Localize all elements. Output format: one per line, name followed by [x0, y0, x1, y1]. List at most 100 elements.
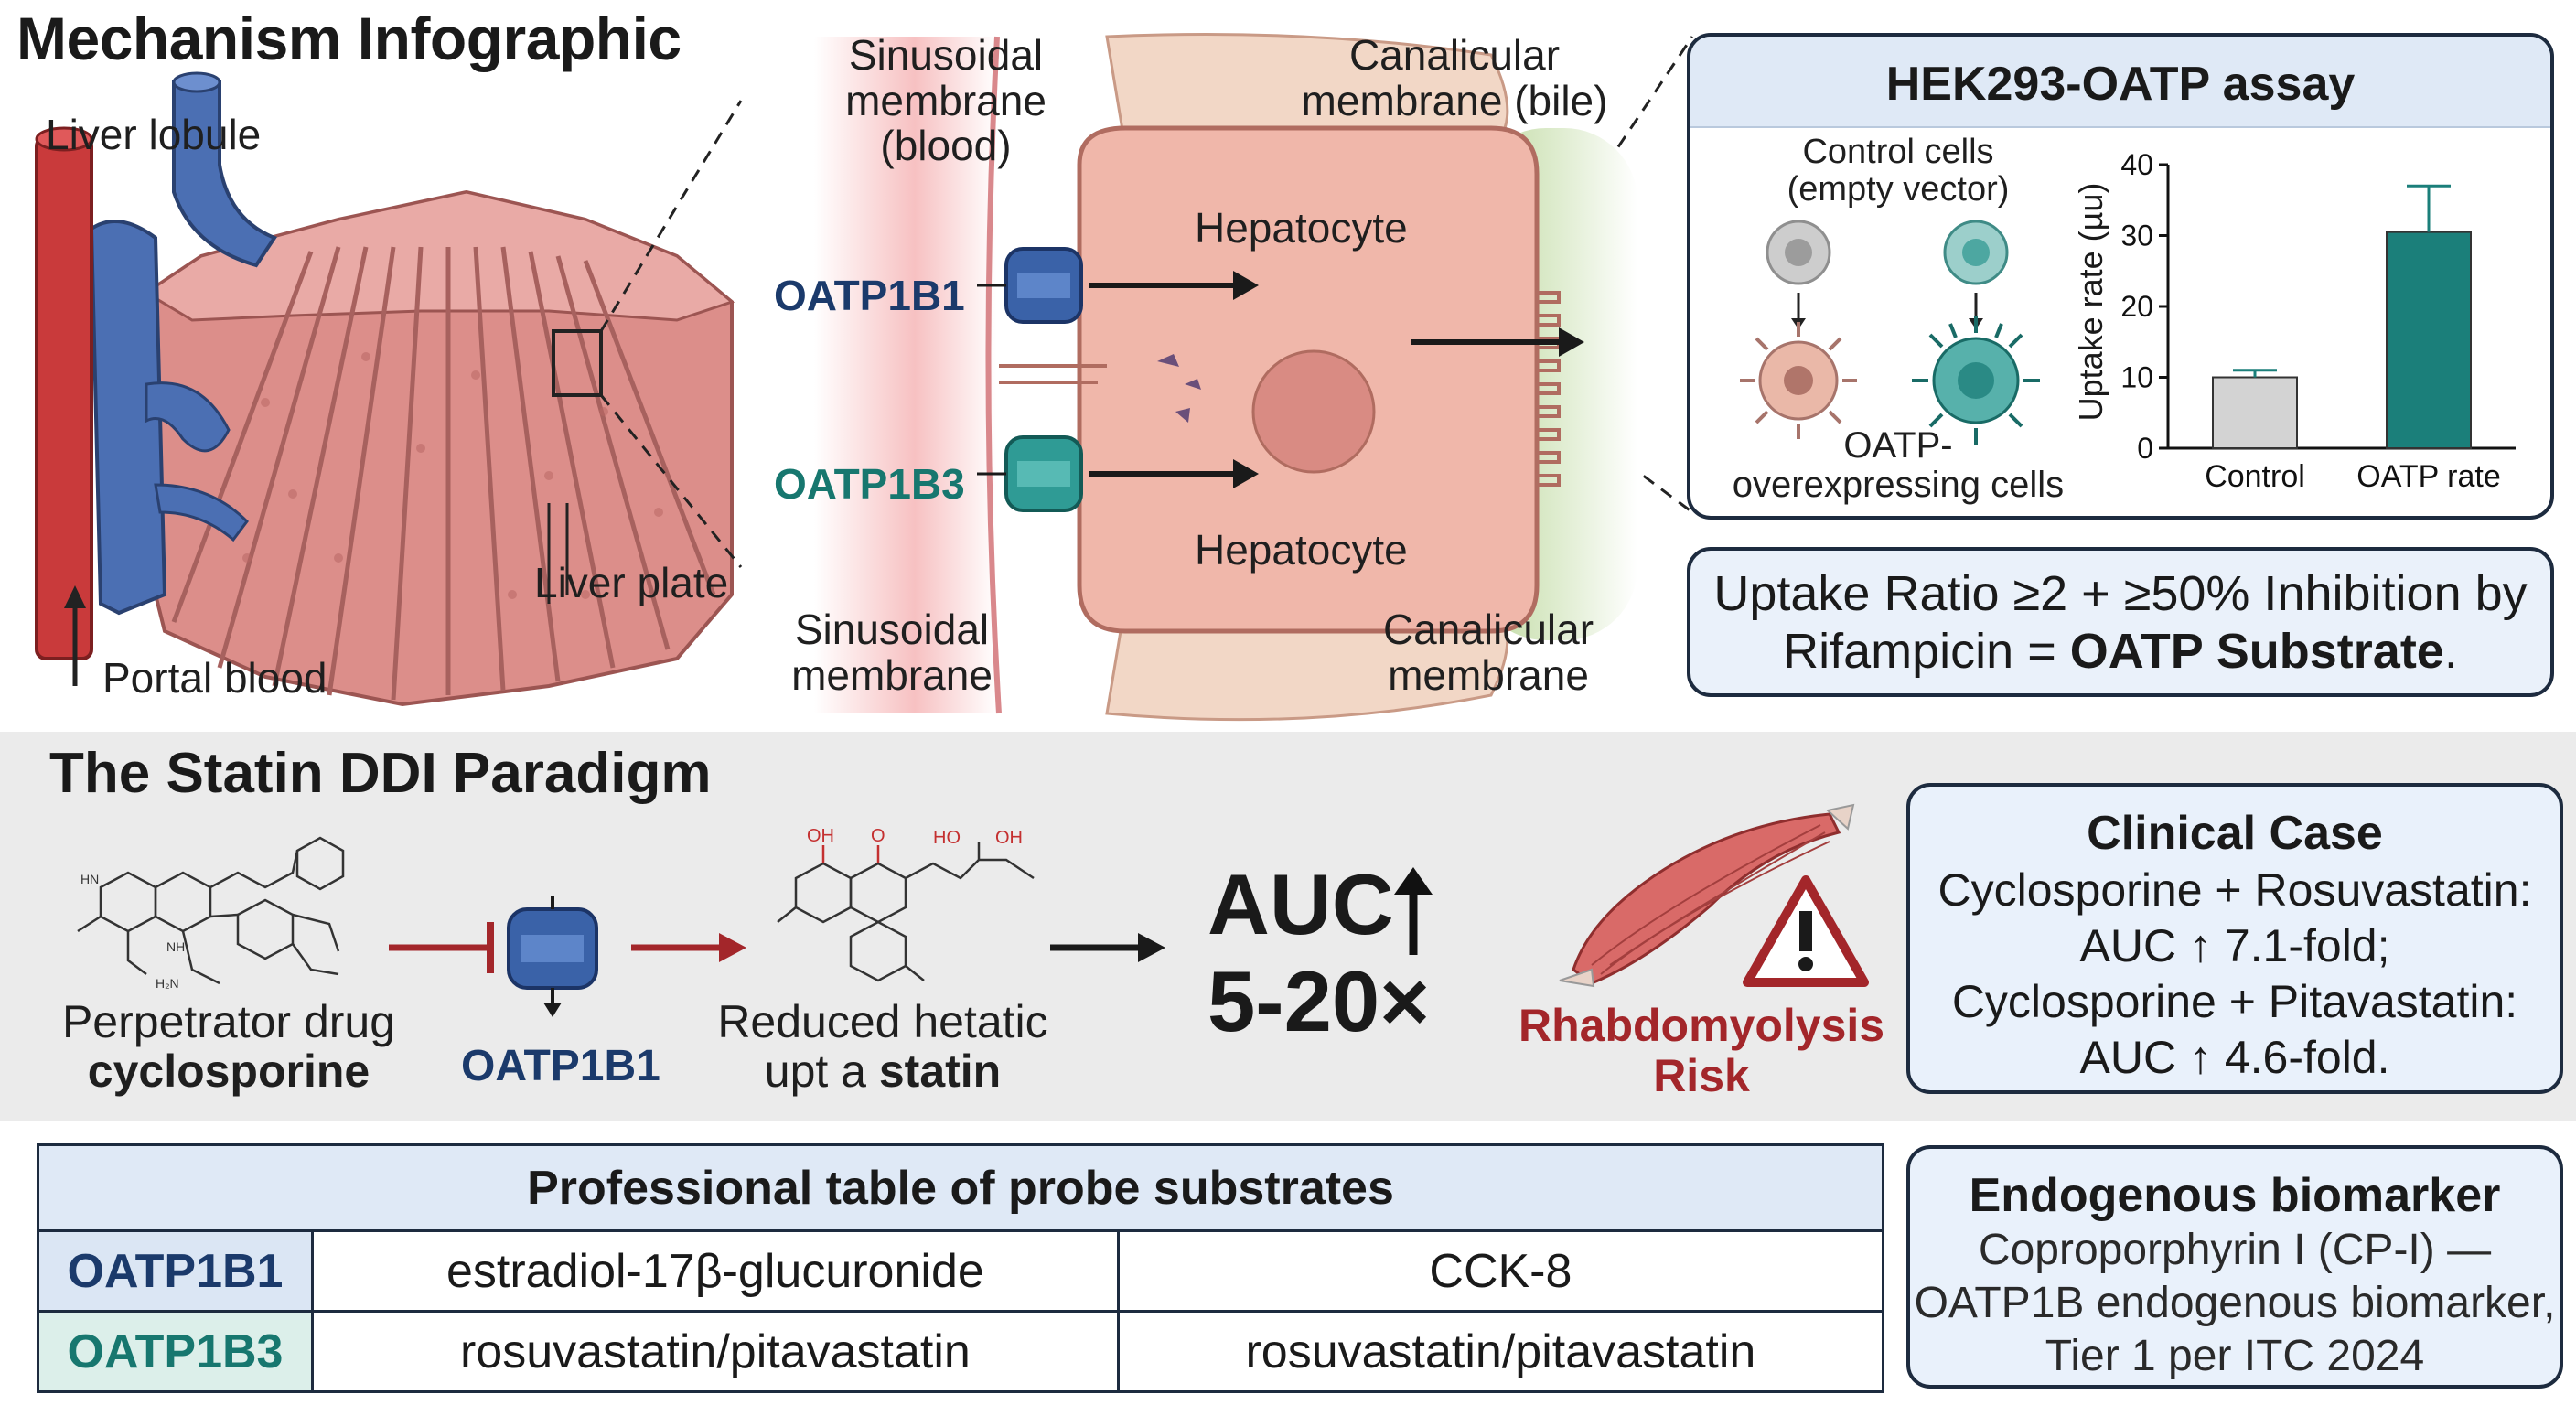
- ddi-arrows: [389, 896, 1165, 1017]
- struct-label: OH: [807, 826, 834, 846]
- criteria-emphasis: OATP Substrate: [2069, 624, 2444, 680]
- hepatocyte-illustration: [814, 33, 1637, 722]
- biomarker-line: Tier 1 per ITC 2024: [2045, 1331, 2425, 1380]
- struct-label: HN: [80, 872, 99, 886]
- reduced-uptake-label: Reduced hetatic upt a statin: [704, 997, 1061, 1096]
- biomarker-line: OATP1B endogenous biomarker,: [1914, 1278, 2556, 1327]
- ddi-transporter-label: OATP1B1: [461, 1042, 660, 1090]
- perpetrator-line: Perpetrator drug: [61, 996, 396, 1047]
- perpetrator-label: Perpetrator drug cyclosporine: [37, 997, 421, 1096]
- y-tick-label: 0: [2137, 432, 2153, 465]
- canalicular-membrane-bottom-label: Canalicular membrane: [1356, 606, 1621, 699]
- hepatocyte-label-top: Hepatocyte: [1195, 204, 1408, 252]
- oatp-cells-line: overexpressing cells: [1732, 465, 2065, 506]
- ddi-title: The Statin DDI Paradigm: [49, 742, 712, 805]
- y-tick-label: 10: [2120, 361, 2153, 394]
- statin-structure: OH O HO OH: [777, 826, 1035, 982]
- auc-up-arrow-icon: [1394, 867, 1433, 955]
- y-tick-label: 40: [2120, 148, 2153, 181]
- clinical-case-line: AUC ↑ 4.6-fold.: [2079, 1032, 2390, 1084]
- canalicular-bottom-line: membrane: [1388, 650, 1589, 699]
- control-cells-line: Control cells: [1802, 133, 1994, 171]
- liver-lobule-illustration: [35, 71, 735, 707]
- struct-label: OH: [995, 828, 1023, 848]
- reduced-prefix: upt a: [764, 1046, 879, 1097]
- oatp-cells-label: OATP- overexpressing cells: [1711, 425, 2086, 506]
- muscle-icon: [1559, 803, 1855, 988]
- clinical-case-title: Clinical Case: [2087, 807, 2383, 860]
- probe-substrate-table: Professional table of probe substrates O…: [37, 1143, 1885, 1393]
- auc-fold-label: 5-20×: [1208, 953, 1431, 1049]
- reduced-statin: statin: [878, 1046, 1002, 1097]
- biomarker-line: Coproporphyrin I (CP-I) —: [1978, 1226, 2492, 1275]
- table-title: Professional table of probe substrates: [37, 1143, 1884, 1232]
- oatp1b1-label: OATP1B1: [774, 272, 965, 319]
- bar: [2386, 231, 2472, 449]
- row-transporter: OATP1B3: [37, 1310, 314, 1393]
- table-cell: rosuvastatin/pitavastatin: [1116, 1310, 1885, 1393]
- clinical-case-line: Cyclosporine + Pitavastatin:: [1951, 976, 2518, 1028]
- category-label: OATP rate: [2356, 459, 2500, 494]
- hepatocyte-label-bottom: Hepatocyte: [1195, 526, 1408, 574]
- sinusoidal-bottom-line: Sinusoidal: [794, 606, 990, 653]
- clinical-case-line: Cyclosporine + Rosuvastatin:: [1937, 864, 2532, 917]
- sinusoidal-top-line: membrane: [845, 76, 1046, 124]
- oatp-cells-line: OATP-: [1843, 425, 1953, 466]
- category-label: Control: [2205, 459, 2305, 494]
- cyclosporine-structure: HN NH H₂N: [77, 836, 345, 991]
- biomarker-box: Endogenous biomarker Coproporphyrin I (C…: [1906, 1145, 2563, 1389]
- biomarker-title: Endogenous biomarker: [1969, 1169, 2501, 1222]
- oatp-cell-spiky-icon: [1912, 316, 2040, 445]
- sinusoidal-top-line: (blood): [880, 122, 1012, 170]
- control-cells-line: (empty vector): [1787, 170, 2010, 209]
- criteria-line-1: Uptake Ratio ≥2 + ≥50% Inhibition by: [1713, 566, 2528, 621]
- table-row: OATP1B1 estradiol-17β-glucuronide CCK-8: [37, 1229, 1885, 1313]
- y-tick-label: 30: [2120, 220, 2153, 252]
- risk-line-2: Risk: [1653, 1050, 1750, 1101]
- row-transporter: OATP1B1: [37, 1229, 314, 1313]
- canalicular-bottom-line: Canalicular: [1382, 606, 1594, 653]
- control-cells-label: Control cells (empty vector): [1756, 133, 2040, 209]
- sinusoidal-top-line: Sinusoidal: [848, 31, 1044, 79]
- portal-blood-label: Portal blood: [102, 654, 327, 702]
- oatp1b3-label: OATP1B3: [774, 460, 965, 508]
- clinical-case-box: Clinical Case Cyclosporine + Rosuvastati…: [1906, 783, 2563, 1094]
- perpetrator-drug: cyclosporine: [87, 1046, 370, 1097]
- liver-lobule-label: Liver lobule: [46, 111, 262, 158]
- risk-label: Rhabdomyolysis Risk: [1519, 1001, 1884, 1101]
- clinical-case-line: AUC ↑ 7.1-fold;: [2079, 920, 2390, 972]
- cell-icons: [1740, 220, 2040, 445]
- table-cell: rosuvastatin/pitavastatin: [311, 1310, 1120, 1393]
- bar: [2212, 376, 2298, 449]
- canalicular-top-line: Canalicular: [1348, 31, 1561, 79]
- assay-title: HEK293-OATP assay: [1885, 58, 2356, 111]
- auc-label: AUC: [1208, 859, 1394, 950]
- y-tick-label: 20: [2120, 290, 2153, 323]
- reduced-line-1: Reduced hetatic: [717, 996, 1048, 1047]
- struct-label: O: [871, 826, 886, 846]
- sinusoidal-membrane-top-label: Sinusoidal membrane (blood): [818, 31, 1074, 170]
- assay-header: HEK293-OATP assay: [1690, 37, 2550, 128]
- criteria-prefix: Rifampicin =: [1783, 624, 2070, 680]
- liver-plate-label: Liver plate: [534, 559, 729, 606]
- sinusoidal-bottom-line: membrane: [791, 650, 993, 699]
- risk-line-1: Rhabdomyolysis: [1519, 1000, 1885, 1051]
- struct-label: H₂N: [156, 976, 179, 991]
- struct-label: HO: [933, 828, 961, 848]
- auc-text: AUC: [1208, 856, 1394, 952]
- canalicular-top-line: membrane (bile): [1301, 76, 1608, 124]
- page-title: Mechanism Infographic: [16, 5, 682, 72]
- table-row: OATP1B3 rosuvastatin/pitavastatin rosuva…: [37, 1310, 1885, 1393]
- table-cell: estradiol-17β-glucuronide: [311, 1229, 1120, 1313]
- table-cell: CCK-8: [1116, 1229, 1885, 1313]
- struct-label: NH: [166, 939, 185, 954]
- uptake-axis-label: Uptake rate (µu): [2072, 182, 2109, 422]
- warning-icon: [1743, 875, 1869, 987]
- sinusoidal-membrane-bottom-label: Sinusoidal membrane: [759, 606, 1025, 699]
- reduced-line-2: upt a statin: [704, 1046, 1061, 1096]
- substrate-criteria-box: Uptake Ratio ≥2 + ≥50% Inhibition by Rif…: [1687, 547, 2554, 697]
- table-header-row: Professional table of probe substrates: [37, 1143, 1884, 1232]
- canalicular-membrane-top-label: Canalicular membrane (bile): [1281, 31, 1628, 124]
- criteria-line-2: Rifampicin = OATP Substrate.: [1690, 623, 2550, 681]
